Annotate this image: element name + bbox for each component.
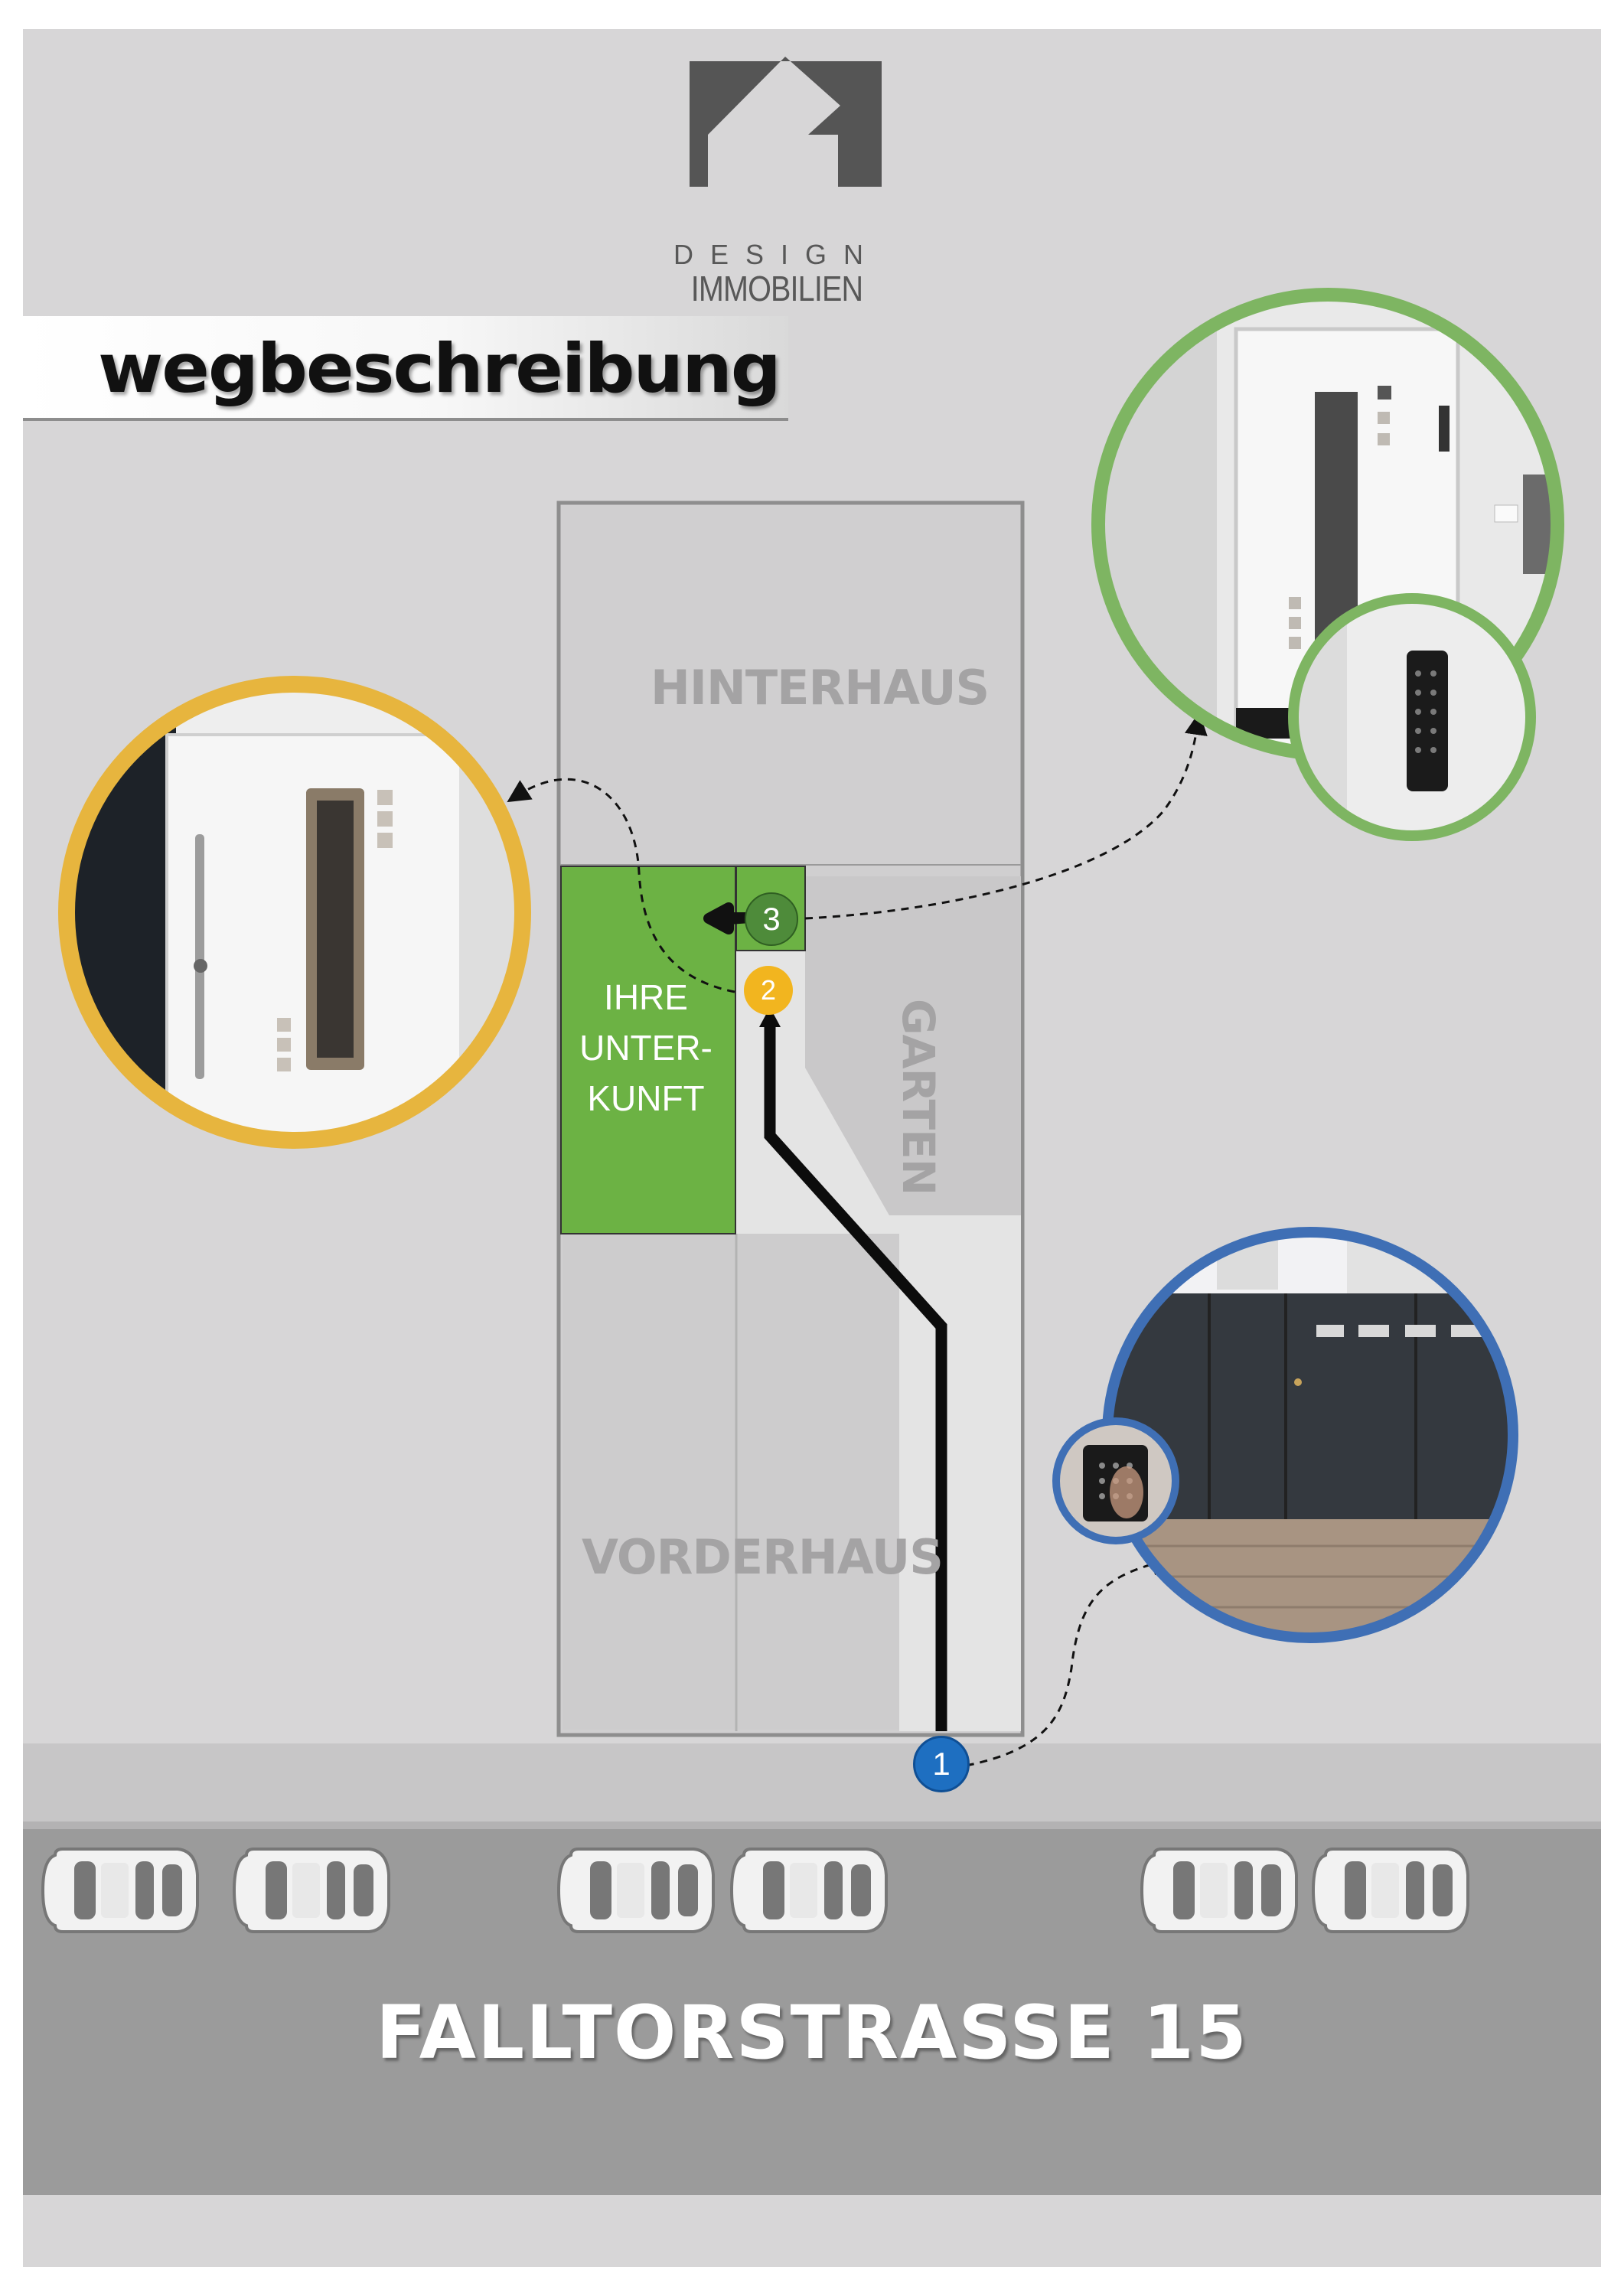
parked-car xyxy=(557,1848,715,1933)
walking-path xyxy=(764,1022,947,1731)
photo-ring-blue-small xyxy=(1052,1417,1179,1544)
step-1-badge: 1 xyxy=(913,1736,970,1792)
unit-arrow xyxy=(703,902,755,934)
parked-car xyxy=(41,1848,199,1933)
photo-front-door xyxy=(58,676,531,1149)
parked-car xyxy=(1140,1848,1298,1933)
parked-car xyxy=(1312,1848,1469,1933)
your-unit xyxy=(560,866,736,1234)
logo-word-immobilien: IMMOBILIEN xyxy=(690,269,863,308)
photo-keypad-door xyxy=(1091,288,1564,841)
label-your-unit: IHRE UNTER- KUNFT xyxy=(579,977,713,1118)
logo-house-shape xyxy=(690,57,882,187)
logo xyxy=(690,57,882,187)
parked-car xyxy=(233,1848,390,1933)
photo-ring-green-small xyxy=(1288,593,1536,841)
title-banner-line xyxy=(23,418,788,421)
parked-cars xyxy=(41,1848,1469,1933)
parked-car xyxy=(730,1848,888,1933)
sidewalk xyxy=(23,1743,1601,1829)
page-title: wegbeschreibung xyxy=(98,329,781,408)
label-front-house: VORDERHAUS xyxy=(582,1529,944,1585)
photo-ring-yellow xyxy=(58,676,531,1149)
front-house-area xyxy=(563,1234,899,1730)
title-banner xyxy=(23,316,788,420)
photo-courtyard-gate xyxy=(1052,1227,1518,1643)
step-2-badge: 2 xyxy=(744,966,793,1015)
path-arrowhead xyxy=(759,1007,781,1027)
logo-word-design: DESIGN xyxy=(673,239,881,270)
street-name: FALLTORSTRASSE 15 xyxy=(376,1990,1248,2076)
step-3-badge: 3 xyxy=(745,892,798,946)
label-back-house: HINTERHAUS xyxy=(651,660,990,716)
garden-area xyxy=(805,876,1021,1215)
connector-step-1 xyxy=(952,1553,1175,1769)
connector-step-2 xyxy=(507,778,735,993)
